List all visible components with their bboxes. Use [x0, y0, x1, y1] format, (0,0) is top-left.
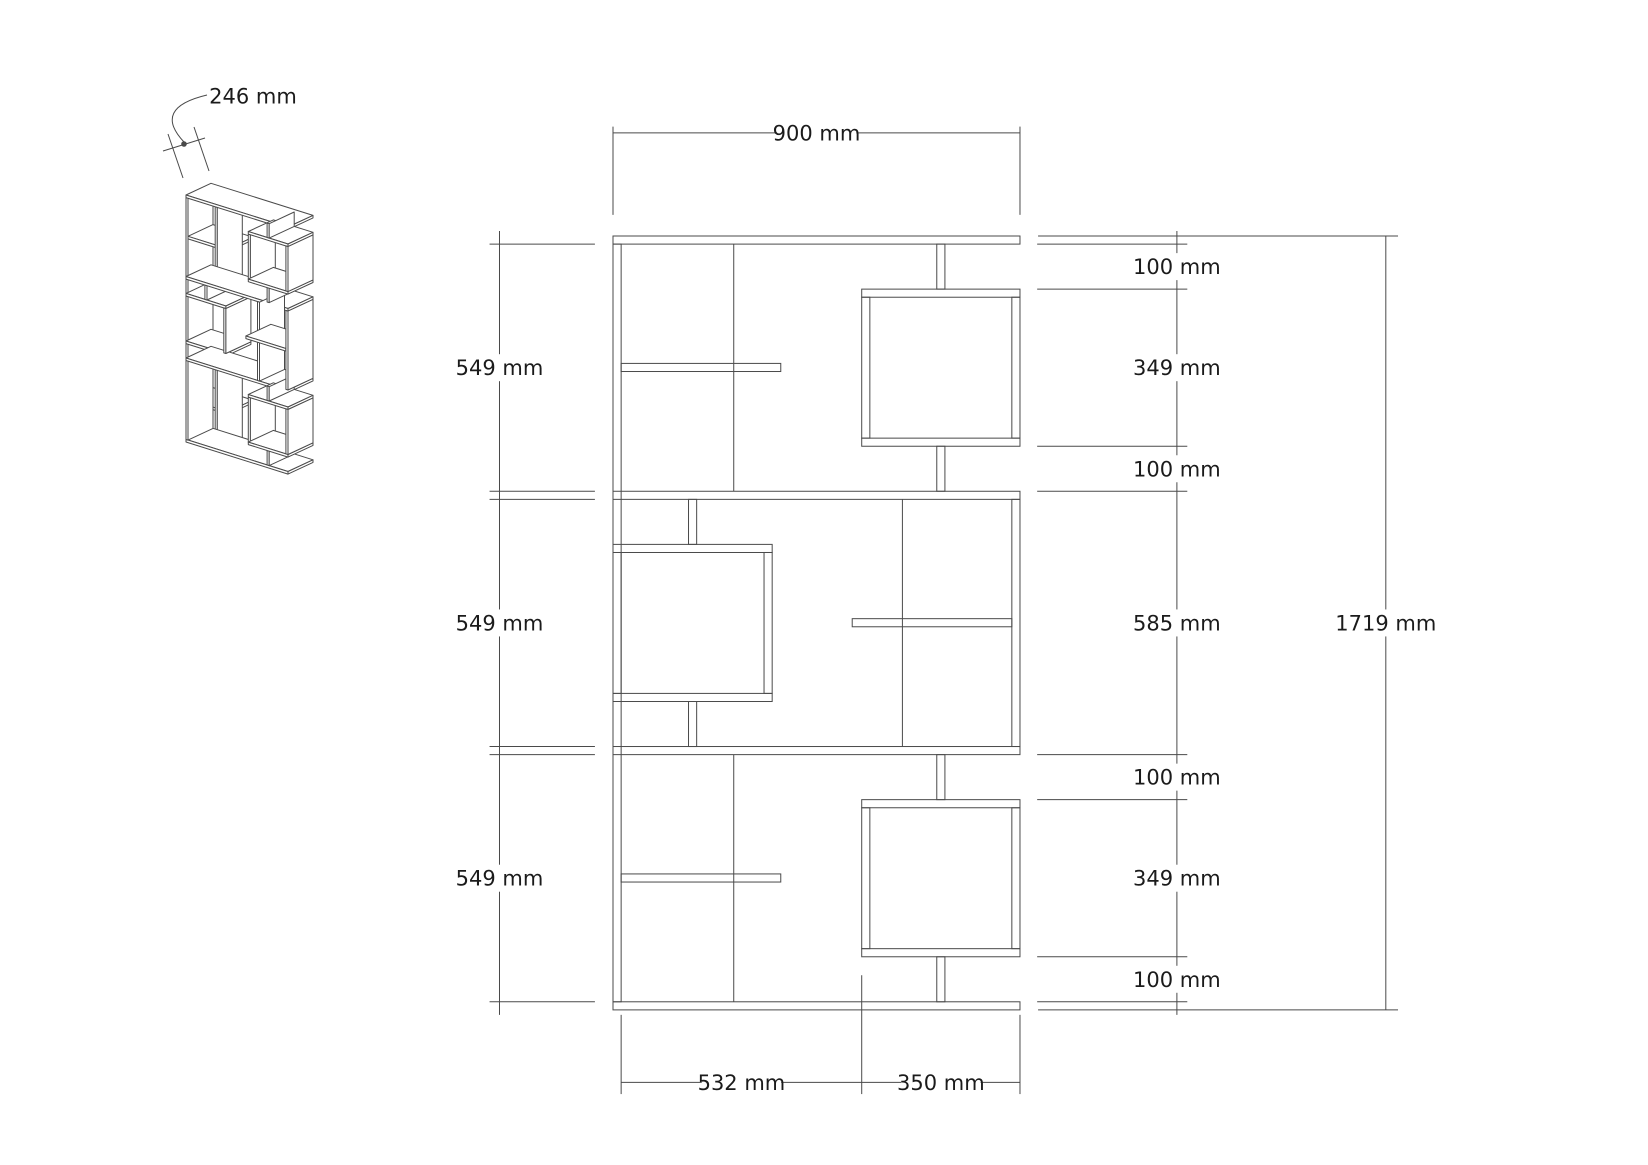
face-right — [287, 234, 314, 293]
dimension-label-bg — [459, 354, 540, 382]
cube-middle-bottom — [612, 692, 773, 703]
shelf-top — [620, 362, 782, 373]
strut-top-upper — [936, 243, 946, 290]
cube-top-top — [861, 288, 1021, 298]
strut-middle-upper — [688, 498, 698, 545]
dimension-label-bg — [901, 1068, 981, 1096]
dimension-label-bg — [1137, 354, 1217, 382]
iso-right-side-panel-middle — [285, 298, 314, 391]
dimension-label-bg — [1137, 965, 1217, 993]
top-board — [612, 235, 1021, 245]
cube-bottom-bottom — [861, 948, 1021, 958]
cube-middle-right — [763, 551, 773, 694]
face-right — [287, 459, 314, 475]
dimension-label: 549 mm — [456, 356, 544, 380]
shelf-middle — [851, 618, 1013, 628]
dimension-label-bg — [701, 1068, 782, 1096]
bottom-board — [612, 1001, 1021, 1011]
front-elevation-view — [612, 235, 1021, 1011]
dimension-label: 1719 mm — [1335, 611, 1436, 635]
dimension-label-bg — [1137, 864, 1217, 892]
dim-bottom-sections: 532 mm 350 mm — [620, 975, 1021, 1096]
isometric-view — [185, 182, 314, 475]
depth-dimension-callout: 246 mm — [162, 82, 297, 179]
dimension-label: 100 mm — [1133, 766, 1221, 790]
dim-width: 900 mm — [612, 119, 1021, 215]
dimension-label: 549 mm — [456, 867, 544, 891]
dimension-label: 349 mm — [1133, 356, 1221, 380]
iso-strut-top-upper — [266, 211, 295, 239]
left-side-panel — [612, 243, 622, 1003]
divider-lower — [612, 746, 1021, 756]
dimension-label-bg — [1137, 763, 1217, 791]
dimension-label: 549 mm — [456, 611, 544, 635]
iso-cube-top-right — [285, 234, 314, 293]
dimension-label-bg — [213, 82, 293, 110]
dimension-label: 349 mm — [1133, 867, 1221, 891]
face-right — [287, 397, 314, 455]
strut-top-lower — [936, 445, 946, 492]
strut-middle-lower — [688, 701, 698, 748]
dimension-label-bg — [1137, 455, 1217, 483]
dimension-label-bg — [776, 119, 857, 147]
iso-cube-bottom-right — [285, 397, 314, 455]
dimension-label: 100 mm — [1133, 457, 1221, 481]
depth-dimension-dot — [181, 141, 187, 147]
iso-cube-middle-right — [223, 296, 252, 354]
dimension-label: 100 mm — [1133, 968, 1221, 992]
face-right — [268, 211, 295, 239]
dimension-label: 350 mm — [897, 1071, 985, 1095]
cube-bottom-top — [861, 799, 1021, 809]
cube-top-bottom — [861, 437, 1021, 447]
dimension-label: 585 mm — [1133, 611, 1221, 635]
dimension-label: 900 mm — [773, 121, 861, 145]
strut-bottom-lower — [936, 956, 946, 1003]
dimension-label-bg — [459, 609, 540, 637]
cube-top-right — [1011, 296, 1021, 439]
dimension-label: 100 mm — [1133, 255, 1221, 279]
shelf-bottom — [620, 873, 782, 883]
dimension-label-bg — [1137, 253, 1217, 281]
cube-middle-left — [612, 551, 622, 694]
depth-extension-tick — [193, 126, 210, 172]
cube-middle-top — [612, 543, 773, 553]
right-side-panel-middle — [1011, 498, 1021, 748]
face-right — [287, 298, 314, 391]
cube-top-left — [861, 296, 871, 439]
depth-extension-tick — [167, 133, 184, 179]
cube-bottom-left — [861, 807, 871, 950]
divider-upper — [612, 490, 1021, 500]
dim-total-height: 1719 mm — [1038, 235, 1436, 1011]
strut-bottom-upper — [936, 754, 946, 801]
dim-right-sections: 100 mm 349 mm 100 mm 585 mm 100 mm 349 mm 100 … — [1037, 231, 1221, 1015]
cube-bottom-right — [1011, 807, 1021, 950]
dimension-label: 246 mm — [209, 85, 297, 109]
dimension-label-bg — [1137, 609, 1217, 637]
leader-arc — [171, 94, 208, 143]
face-right — [225, 296, 252, 354]
dimension-label-bg — [1340, 609, 1432, 637]
dim-left-sections: 549 mm 549 mm 549 mm — [456, 231, 595, 1015]
dimension-label-bg — [459, 864, 540, 892]
dimension-label: 532 mm — [698, 1071, 786, 1095]
